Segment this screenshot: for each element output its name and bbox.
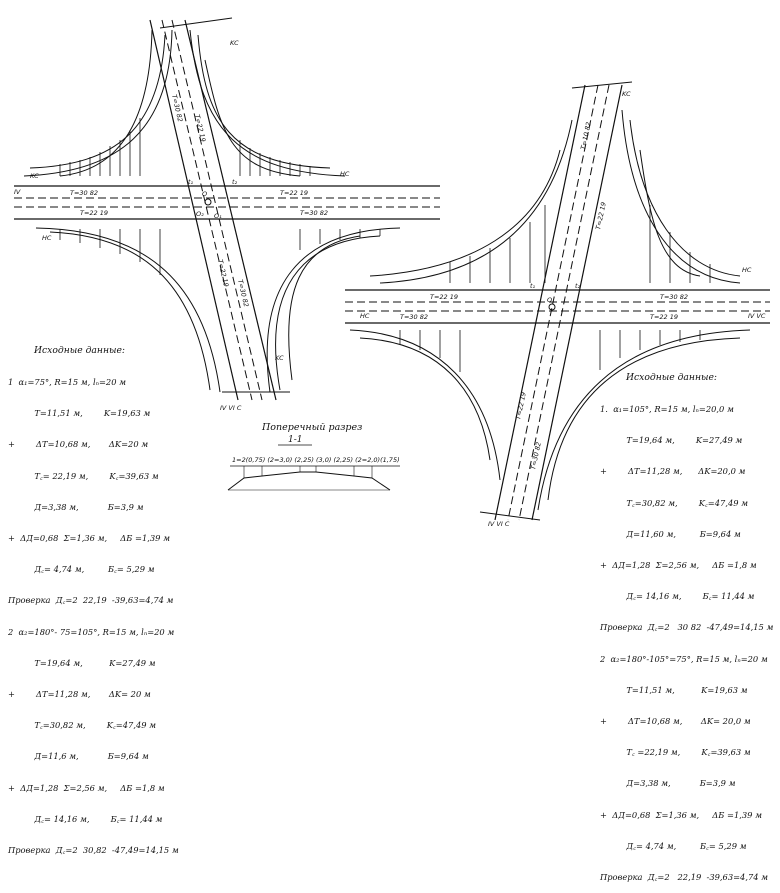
right-point-o: O — [547, 296, 552, 304]
left-data-line: T꜀= 22,19 м, K꜀=39,63 м — [8, 470, 159, 481]
left-corner-tl: IV — [14, 188, 21, 196]
right-data-line: 2 α₂=180°-105°=75°, R=15 м, lₙ=20 м — [600, 653, 768, 664]
left-data-line: Проверка Д꜀=2 22,19 -39,63=4,74 м — [8, 595, 174, 606]
right-data-line: + ΔД=1,28 Σ=2,56 м, ΔБ =1,8 м — [600, 560, 757, 571]
left-data-line: 2 α₂=180°- 75=105°, R=15 м, lₙ=20 м — [8, 626, 175, 637]
right-data-heading: Исходные данные: — [626, 371, 718, 383]
right-nc-label-2: HC — [360, 312, 370, 320]
left-point-o: O — [202, 190, 207, 198]
right-corner-tr: IV VC — [748, 312, 766, 320]
left-kc-label: KC — [30, 172, 39, 180]
left-data-line: Проверка Д꜀=2 30,82 -47,49=14,15 м — [8, 845, 179, 856]
section-title: Поперечный разрез — [261, 422, 362, 433]
left-data-line: Д=11,6 м, Б=9,64 м — [8, 751, 149, 762]
section-dimensions: 1=2(0,75) (2=3,0) (2,25) (3,0) (2,25) (2… — [232, 456, 400, 464]
left-nc-label: HC — [42, 234, 52, 242]
right-diag-tangent-1: T=10 82 — [579, 121, 593, 150]
left-data-line: + ΔД=1,28 Σ=2,56 м, ΔБ =1,8 м — [8, 782, 165, 793]
left-data-line: Д꜀= 14,16 м, Б꜀= 11,44 м — [8, 813, 163, 824]
right-data-line: T꜀=30,82 м, K꜀=47,49 м — [600, 497, 749, 508]
right-road-tangent-2: T=30 82 — [660, 293, 688, 301]
left-data-line: + ΔT=11,28 м, ΔK= 20 м — [8, 689, 151, 700]
left-initial-data: Исходные данные: 1 α₁=75°, R=15 м, lₙ=20… — [8, 325, 179, 866]
left-road-tangent-2: T=22 19 — [280, 189, 308, 197]
right-road-tangent-3: T=30 82 — [400, 313, 428, 321]
right-data-line: T꜀ =22,19 м, K꜀=39,63 м — [600, 747, 751, 758]
right-kc-label: KC — [622, 90, 631, 98]
right-diag-tangent-4: T=30 82 — [529, 441, 543, 470]
right-data-line: 1. α₁=105°, R=15 м, lₙ=20,0 м — [600, 404, 734, 415]
right-data-line: + ΔT=11,28 м, ΔK=20,0 м — [600, 466, 746, 477]
left-diag-tangent-1: T=30 82 — [170, 94, 184, 123]
left-point-t1: t₁ — [188, 178, 194, 186]
right-diag-tangent-3: T=22 19 — [514, 391, 528, 420]
right-point-t1: t₁ — [530, 282, 536, 290]
right-data-line: Д꜀= 4,74 м, Б꜀= 5,29 м — [600, 840, 747, 851]
left-kc-label-3: KC — [275, 354, 284, 362]
right-data-line: T=19,64 м, K=27,49 м — [600, 435, 743, 446]
left-data-line: + ΔT=10,68 м, ΔK=20 м — [8, 439, 149, 450]
left-intersection-plan — [14, 17, 440, 401]
right-data-line: Проверка Д꜀=2 30 82 -47,49=14,15 м — [600, 622, 774, 633]
intersection-drawing: T=30 82 T=22 19 T=22 19 T=30 82 T=30 82 … — [14, 17, 770, 528]
left-point-o1: O₁ — [214, 212, 222, 220]
left-road-tangent-3: T=22 19 — [80, 209, 108, 217]
left-data-heading: Исходные данные: — [34, 344, 126, 356]
left-data-line: Д꜀= 4,74 м, Б꜀= 5,29 м — [8, 564, 155, 575]
left-data-line: T=19,64 м, K=27,49 м — [8, 657, 156, 668]
left-kc-label-2: KC — [230, 39, 239, 47]
left-data-line: + ΔД=0,68 Σ=1,36 м, ΔБ =1,39 м — [8, 533, 170, 544]
right-road-tangent-4: T=22 19 — [650, 313, 678, 321]
left-data-line: 1 α₁=75°, R=15 м, lₙ=20 м — [8, 377, 127, 388]
right-data-line: Проверка Д꜀=2 22,19 -39,63=4,74 м — [600, 872, 769, 883]
right-data-line: Д꜀= 14,16 м, Б꜀= 11,44 м — [600, 591, 755, 602]
right-road-tangent-1: T=22 19 — [430, 293, 458, 301]
right-diag-tangent-2: T=22 19 — [594, 201, 608, 230]
left-data-line: T꜀=30,82 м, K꜀=47,49 м — [8, 720, 157, 731]
left-road-tangent-1: T=30 82 — [70, 189, 98, 197]
section-subtitle: 1-1 — [288, 435, 303, 445]
right-data-line: + ΔД=0,68 Σ=1,36 м, ΔБ =1,39 м — [600, 809, 762, 820]
left-road-tangent-4: T=30 82 — [300, 209, 328, 217]
right-data-line: T=11,51 м, K=19,63 м — [600, 684, 748, 695]
left-diag-tangent-2: T=22 19 — [193, 114, 207, 143]
right-data-line: Д=11,60 м, Б=9,64 м — [600, 528, 741, 539]
left-point-t2: t₂ — [232, 178, 238, 186]
right-plan-labels: T=22 19 T=30 82 T=30 82 T=22 19 T=10 82 … — [360, 90, 766, 528]
left-data-line: T=11,51 м, K=19,63 м — [8, 408, 151, 419]
right-initial-data: Исходные данные: 1. α₁=105°, R=15 м, lₙ=… — [600, 352, 773, 893]
left-nc-label-2: HC — [340, 170, 350, 178]
right-nc-label: HC — [742, 266, 752, 274]
right-corner-bl: IV VI C — [488, 520, 510, 528]
left-point-o2: O₂ — [196, 210, 204, 218]
right-point-t2: t₂ — [575, 282, 581, 290]
right-intersection-plan — [345, 81, 770, 521]
left-diag-tangent-3: T=22 19 — [216, 259, 230, 288]
left-data-line: Д=3,38 м, Б=3,9 м — [8, 501, 144, 512]
cross-section: Поперечный разрез 1-1 1=2(0,75) (2=3,0) … — [227, 422, 400, 491]
right-data-line: Д=3,38 м, Б=3,9 м — [600, 778, 736, 789]
right-data-line: + ΔT=10,68 м, ΔK= 20,0 м — [600, 716, 751, 727]
left-corner-bl: IV VI C — [220, 404, 242, 412]
